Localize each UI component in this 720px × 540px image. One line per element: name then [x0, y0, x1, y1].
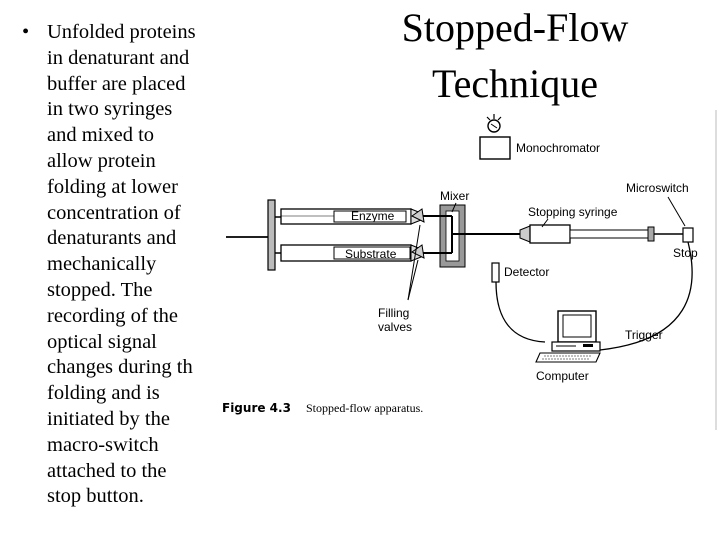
microswitch [667, 196, 694, 243]
enzyme-syringe [280, 208, 422, 225]
mixer-block [421, 204, 530, 268]
monochromator-label: Monochromator [516, 141, 600, 155]
stopping-syringe-pointer [541, 218, 549, 228]
computer-icon [535, 310, 601, 363]
bullet-point: • Unfolded proteins in denaturant and bu… [22, 20, 232, 510]
stopping-syringe-label: Stopping syringe [528, 205, 618, 219]
light-source-icon [486, 114, 502, 133]
filling-valves-label-1: Filling [378, 306, 409, 320]
slide-title: Stopped-Flow Technique [360, 0, 670, 112]
detector-box [491, 262, 500, 283]
monochromator-box [479, 136, 511, 160]
mixer-label: Mixer [440, 189, 469, 203]
stop-label: Stop [673, 246, 698, 260]
bullet-marker: • [22, 21, 30, 43]
title-line-1: Stopped-Flow [401, 5, 629, 50]
enzyme-label: Enzyme [351, 209, 395, 223]
figure-caption: Stopped-flow apparatus. [306, 401, 423, 415]
mixer-pointer [451, 202, 457, 213]
computer-label: Computer [536, 369, 589, 383]
microswitch-label: Microswitch [626, 181, 689, 195]
figure-label: Figure 4.3 [222, 401, 291, 415]
title-line-2: Technique [431, 61, 598, 106]
bullet-text: Unfolded proteins in denaturant and buff… [47, 21, 196, 508]
trigger-cable [599, 241, 693, 351]
filling-valves [407, 208, 425, 301]
detector-label: Detector [504, 265, 549, 279]
detector-cable [495, 281, 546, 343]
substrate-label: Substrate [345, 247, 397, 261]
stopping-syringe [519, 224, 684, 244]
filling-valves-label-2: valves [378, 320, 412, 334]
trigger-label: Trigger [625, 328, 663, 342]
